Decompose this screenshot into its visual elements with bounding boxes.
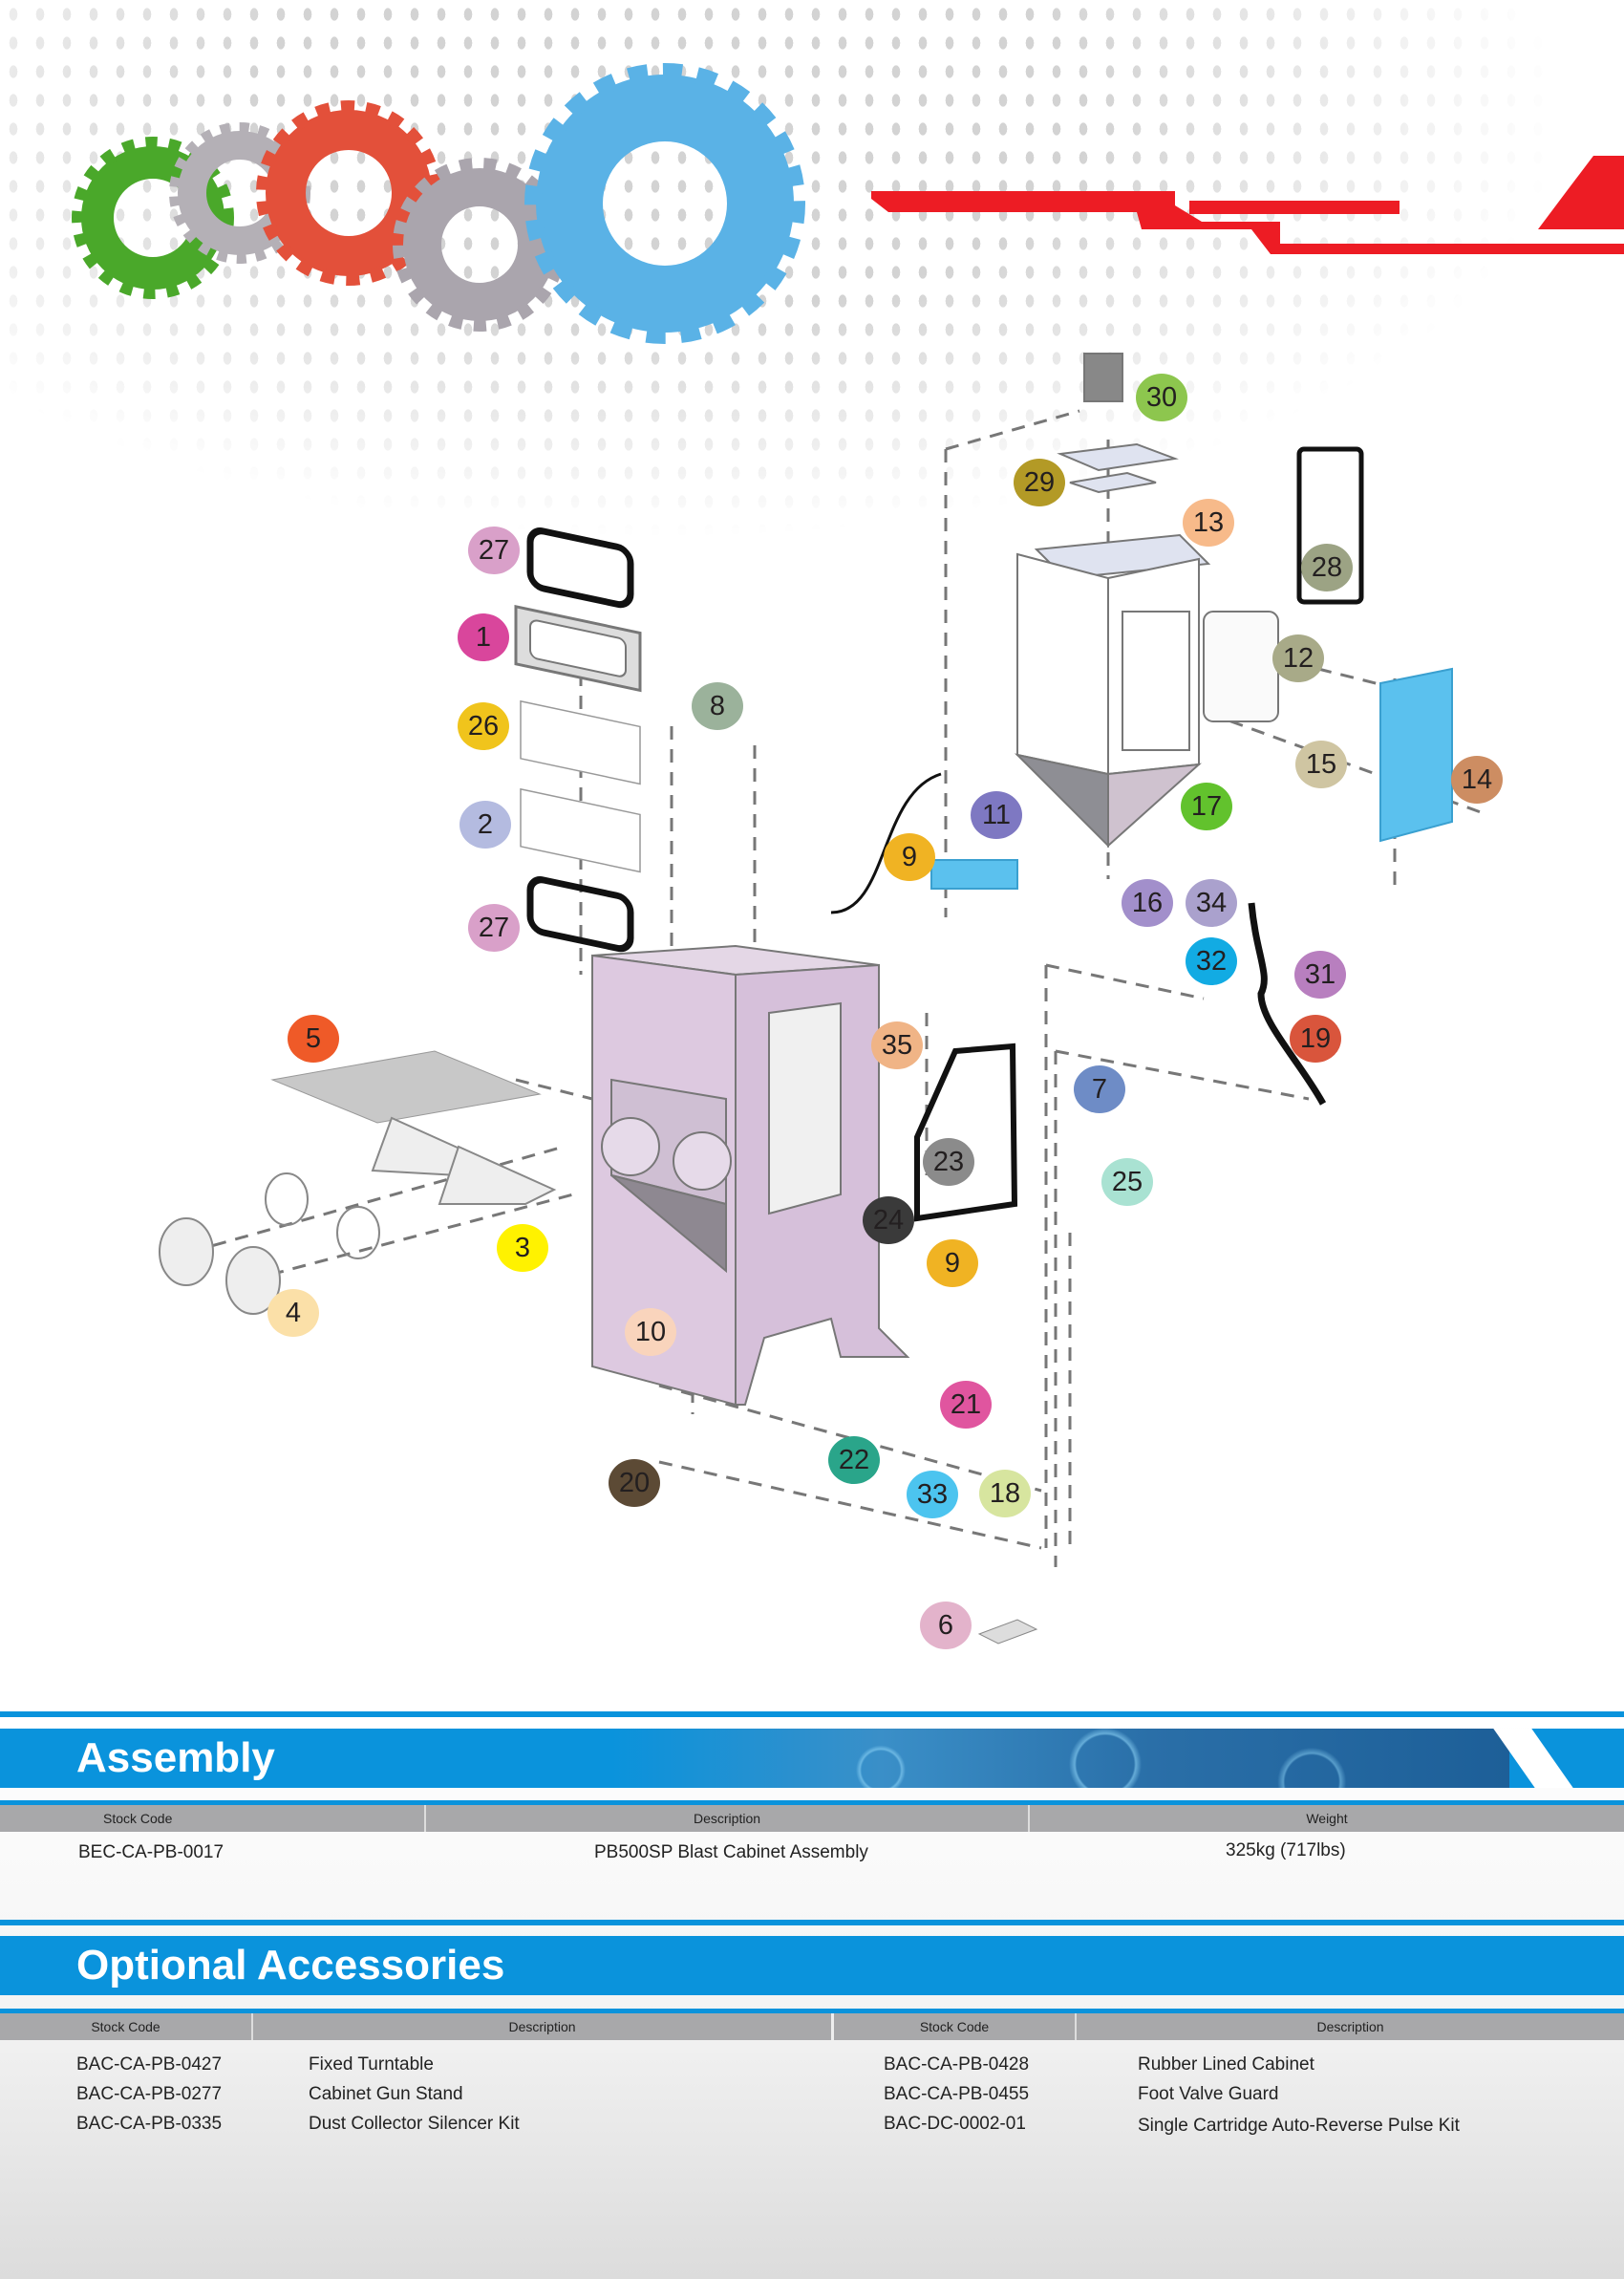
dust-collector-part <box>930 353 1453 890</box>
gears-banner-image <box>611 1729 1509 1788</box>
callout-29: 29 <box>1014 459 1065 506</box>
gloves-part <box>159 1116 557 1315</box>
exploded-parts-diagram <box>72 63 1624 1645</box>
callout-35: 35 <box>871 1021 923 1069</box>
stock-code: BAC-CA-PB-0455 <box>884 2084 1030 2104</box>
callout-32: 32 <box>1186 937 1237 985</box>
gears-graphic <box>72 63 805 344</box>
callout-31: 31 <box>1294 951 1346 999</box>
callout-13: 13 <box>1183 499 1234 547</box>
header-description: Description <box>424 1805 1028 1832</box>
callout-12: 12 <box>1272 634 1324 682</box>
filter-cartridge-part <box>1203 611 1279 722</box>
gasket-part-3 <box>1296 446 1364 605</box>
header-description: Description <box>251 2013 831 2040</box>
callout-27: 27 <box>468 527 520 574</box>
callout-8: 8 <box>692 682 743 730</box>
stock-code: BAC-CA-PB-0277 <box>76 2084 223 2104</box>
weight: 325kg (717lbs) <box>1226 1840 1346 1860</box>
window-glass-part <box>520 699 641 785</box>
description: Single Cartridge Auto-Reverse Pulse Kit <box>1138 2116 1460 2136</box>
callout-6: 6 <box>920 1602 972 1649</box>
description: PB500SP Blast Cabinet Assembly <box>594 1842 868 1862</box>
red-gear-icon <box>266 110 432 276</box>
callout-14: 14 <box>1451 756 1503 804</box>
description: Foot Valve Guard <box>1138 2084 1279 2104</box>
blue-gear-icon <box>536 75 794 333</box>
callout-15: 15 <box>1295 741 1347 788</box>
callout-16: 16 <box>1122 879 1173 927</box>
callout-28: 28 <box>1301 544 1353 591</box>
callout-21: 21 <box>940 1381 992 1429</box>
hose-part <box>1248 902 1327 1106</box>
callout-9: 9 <box>884 833 935 881</box>
access-door-part <box>1379 667 1453 843</box>
header-stock-code-2: Stock Code <box>831 2013 1075 2040</box>
stock-code: BAC-CA-PB-0335 <box>76 2114 223 2134</box>
callout-1: 1 <box>458 613 509 661</box>
callout-27: 27 <box>468 904 520 952</box>
callout-2: 2 <box>459 801 511 849</box>
description: Dust Collector Silencer Kit <box>309 2114 520 2134</box>
separator-part <box>930 859 1018 890</box>
description: Rubber Lined Cabinet <box>1138 2054 1314 2075</box>
accessories-banner: Optional Accessories <box>0 1936 1624 1995</box>
gray-gear-icon-2 <box>403 168 556 321</box>
door-seal-part <box>914 1043 1018 1222</box>
stock-code: BAC-CA-PB-0427 <box>76 2054 223 2075</box>
window-cover-part <box>520 787 641 873</box>
callout-3: 3 <box>497 1224 548 1272</box>
gasket-part <box>526 527 634 609</box>
callout-20: 20 <box>609 1459 660 1507</box>
accessories-title: Optional Accessories <box>76 1942 505 1989</box>
callout-10: 10 <box>625 1308 676 1356</box>
blast-cabinet-part <box>591 944 910 1407</box>
header-weight: Weight <box>1028 1805 1624 1832</box>
callout-7: 7 <box>1074 1065 1125 1113</box>
assembly-banner: Assembly <box>0 1729 1624 1788</box>
callout-17: 17 <box>1181 783 1232 830</box>
divider-line <box>0 1711 1624 1717</box>
callout-19: 19 <box>1290 1015 1341 1063</box>
callout-34: 34 <box>1186 879 1237 927</box>
callout-5: 5 <box>288 1015 339 1063</box>
foot-pedal-part <box>977 1619 1038 1645</box>
callout-4: 4 <box>267 1289 319 1337</box>
halftone-background <box>0 0 1624 535</box>
stock-code: BAC-DC-0002-01 <box>884 2114 1026 2134</box>
callout-23: 23 <box>923 1138 974 1186</box>
callout-11: 11 <box>971 791 1022 839</box>
callout-22: 22 <box>828 1436 880 1484</box>
assembly-title: Assembly <box>76 1734 275 1781</box>
stock-code: BAC-CA-PB-0428 <box>884 2054 1030 2075</box>
callout-9: 9 <box>927 1239 978 1287</box>
red-stripe-graphic <box>871 156 1624 254</box>
stock-code: BEC-CA-PB-0017 <box>78 1842 224 1862</box>
header-stock-code: Stock Code <box>103 1811 173 1826</box>
callout-25: 25 <box>1101 1158 1153 1206</box>
mesh-screen-part <box>270 1050 542 1124</box>
assembly-table-header: Stock Code Description Weight <box>0 1800 1624 1832</box>
callout-33: 33 <box>907 1471 958 1518</box>
callout-18: 18 <box>979 1470 1031 1517</box>
gasket-part-2 <box>526 876 634 953</box>
description: Fixed Turntable <box>309 2054 434 2075</box>
callout-30: 30 <box>1136 374 1187 421</box>
accessories-table-header: Stock Code Description Stock Code Descri… <box>0 2009 1624 2040</box>
callout-24: 24 <box>863 1196 914 1244</box>
header-stock-code: Stock Code <box>91 2019 160 2034</box>
window-parts <box>514 527 642 953</box>
header-description-2: Description <box>1075 2013 1624 2040</box>
description: Cabinet Gun Stand <box>309 2084 463 2104</box>
callout-26: 26 <box>458 702 509 750</box>
divider-line <box>0 1920 1624 1925</box>
